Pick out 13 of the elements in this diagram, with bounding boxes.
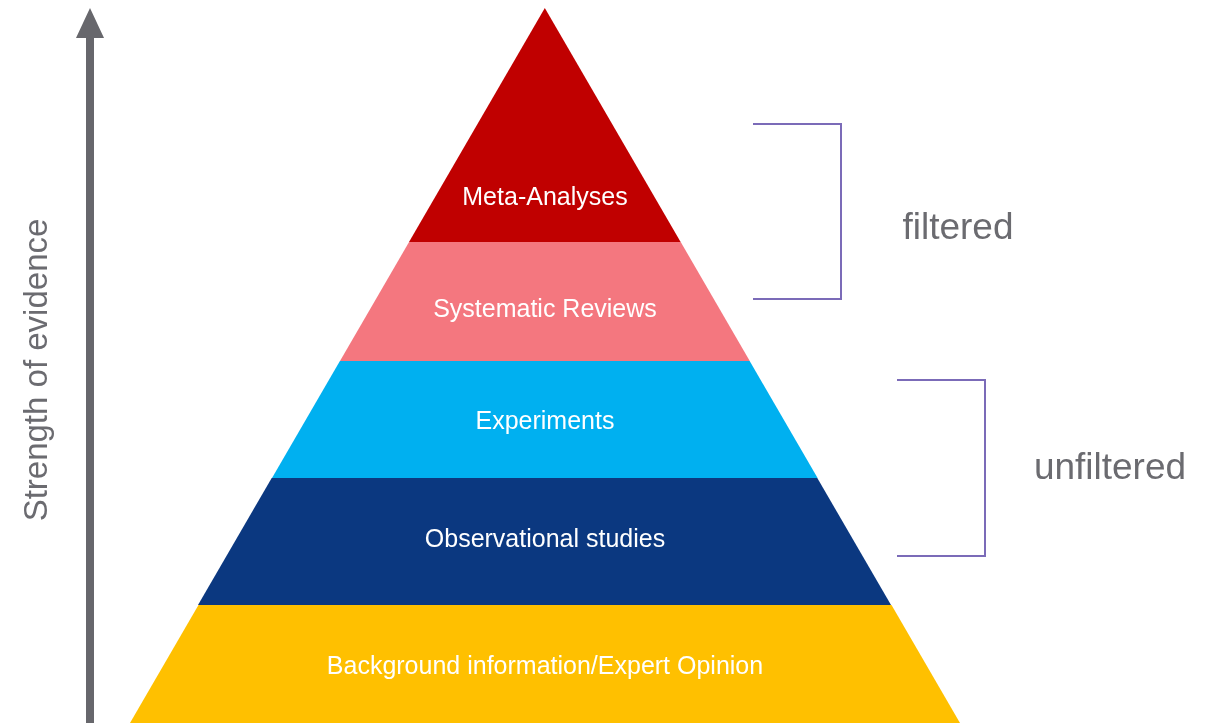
pyramid-tier (198, 478, 892, 605)
bracket-label: filtered (902, 206, 1014, 248)
bracket-label: unfiltered (1033, 446, 1187, 488)
pyramid-tier (130, 605, 960, 723)
pyramid-tier (272, 361, 818, 478)
tier-label: Systematic Reviews (432, 294, 658, 323)
pyramid-tier (409, 8, 681, 242)
pyramid-tier (340, 242, 750, 361)
tier-label: Experiments (474, 406, 616, 435)
tier-label: Observational studies (423, 524, 667, 553)
tier-label: Meta-Analyses (461, 182, 629, 211)
tier-label: Background information/Expert Opinion (325, 651, 765, 680)
axis-title: Strength of evidence (17, 218, 55, 522)
